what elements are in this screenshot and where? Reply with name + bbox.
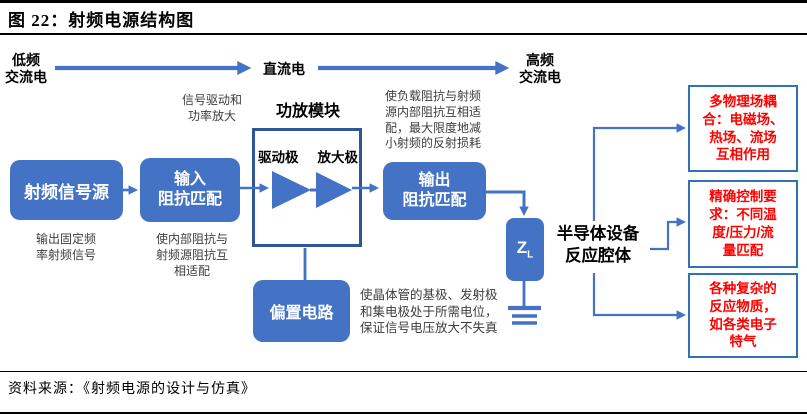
box-output-impedance-match: 输出 阻抗匹配 [383,162,486,220]
ground-icon [508,305,541,325]
note-signal-drive: 信号驱动和 功率放大 [181,93,242,123]
box-load-impedance-zl: ZL [506,218,544,281]
bottom-border-rule [0,411,807,414]
figure-source: 资料来源：《射频电源的设计与仿真》 [8,382,256,397]
label-amplify-stage: 放大极 [317,150,359,165]
zl-label: ZL [516,238,534,261]
top-border-rule [0,0,807,3]
label-amp-module-title: 功放模块 [275,103,340,120]
note-bias-circuit: 使晶体管的基极、发射极 和集电极处于所需电位， 保证信号电压放大不失真 [360,288,498,335]
note-output-match: 使负载阻抗与射频 源内部阻抗互相适 配，最大限度地减 小射频的反射损耗 [385,89,482,151]
callout-reactive-materials: 各种复杂的 反应物质， 如各类电子 特气 [688,273,798,358]
arrow-chamber-to-callout-3 [592,273,687,320]
label-dc: 直流电 [263,61,305,77]
note-input-match: 使内部阻抗与 射频源阻抗互 相适配 [155,232,228,278]
label-high-freq-ac: 高频 交流电 [519,52,561,85]
figure-title: 图 22：射频电源结构图 [8,11,195,30]
box-bias-circuit: 偏置电路 [253,280,350,342]
label-low-freq-ac: 低频 交流电 [5,52,47,85]
callout-multiphysics: 多物理场耦 合：电磁场、 热场、流场 互相作用 [688,85,798,172]
arrow-chamber-to-callout-2 [650,217,687,251]
label-driver-stage: 驱动极 [258,150,299,165]
amp-stage-labels: 驱动极 放大极 [258,146,358,166]
note-rf-source: 输出固定频 率射频信号 [35,232,96,262]
arrow-outputmatch-to-load [486,190,529,217]
footer-divider-rule [0,371,807,373]
box-rf-signal-source: 射频信号源 [10,160,123,220]
label-chamber: 半导体设备 反应腔体 [556,225,640,266]
box-input-impedance-match: 输入 阻抗匹配 [140,158,240,222]
callout-precise-control: 精确控制要 求：不同温 度/压力/流 量匹配 [688,180,798,268]
title-divider-rule [0,33,807,35]
arrow-chamber-to-callout-1 [592,123,687,221]
